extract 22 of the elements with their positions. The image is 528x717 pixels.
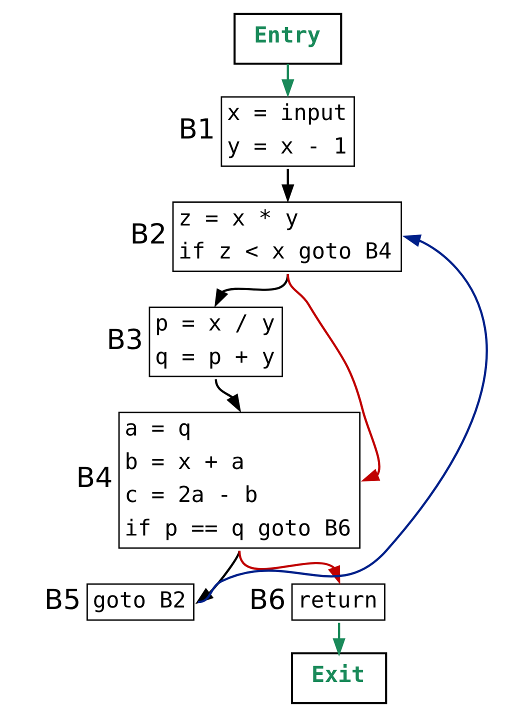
node-label: B1 [178,112,215,146]
node-box: Exit [290,652,387,704]
node-label: B5 [44,582,80,616]
node-box: Entry [233,12,342,65]
node-box: z = x * y if z < x goto B4 [172,201,402,272]
node-label: B3 [106,322,143,356]
arrow [286,274,380,482]
node-label: B4 [76,461,112,494]
node-box: return [290,583,385,621]
arrow [280,168,294,203]
node-box: a = q b = x + a c = 2a - b if p == q goto B6 [118,412,360,549]
node-box: x = input y = x - 1 [220,96,354,167]
arrow [214,379,241,413]
node-box: goto B2 [86,583,194,621]
node-label: B2 [130,218,166,251]
arrow [214,274,288,308]
arrow [197,234,488,604]
arrow [238,550,340,584]
arrow [332,622,345,656]
node-box: p = x / y q = p + y [148,306,283,378]
arrow [280,64,294,98]
node-label: B6 [248,582,286,616]
